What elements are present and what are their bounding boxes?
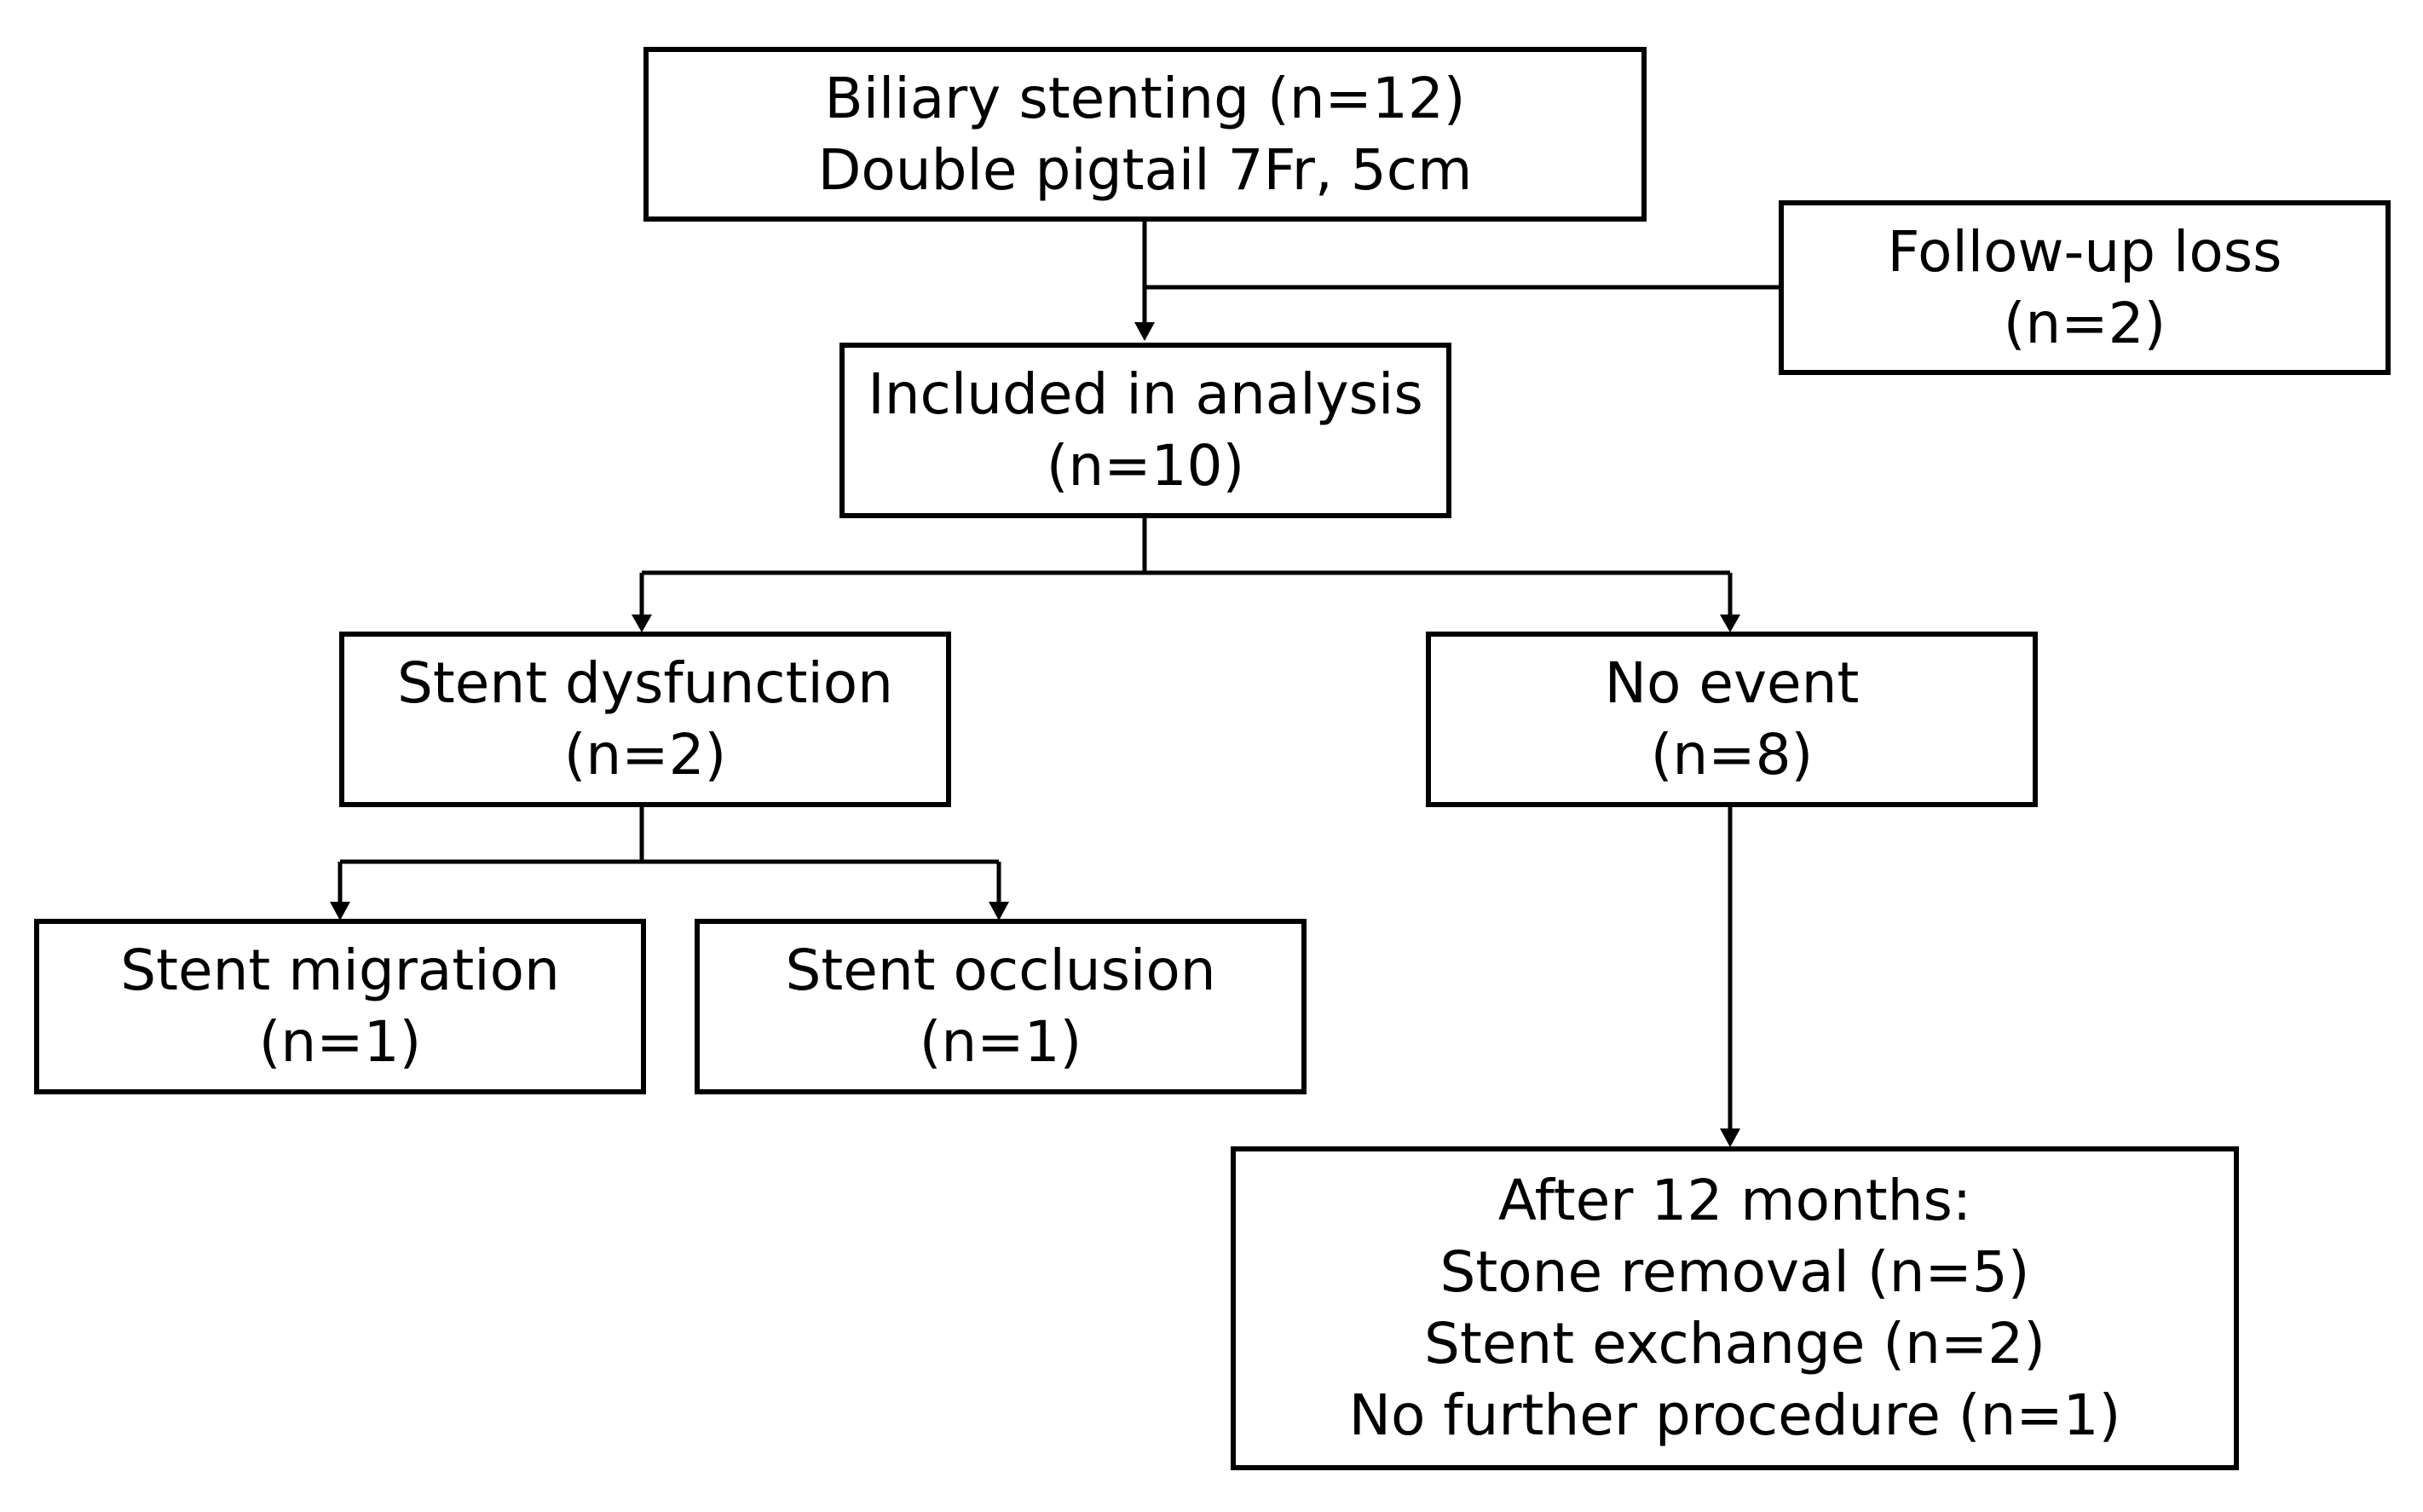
arrowhead-migration — [330, 902, 350, 920]
node-after-12-months: After 12 months: Stone removal (n=5) Ste… — [1231, 1146, 2239, 1470]
node-follow-up-loss-line-1: Follow-up loss — [1887, 218, 2282, 285]
node-biliary-stenting: Biliary stenting (n=12) Double pigtail 7… — [643, 47, 1647, 222]
node-stent-migration-line-2: (n=1) — [258, 1009, 422, 1075]
node-after-12-months-line-1: After 12 months: — [1497, 1168, 1972, 1233]
node-stent-migration: Stent migration (n=1) — [34, 919, 646, 1094]
arrowhead-after-12-months — [1720, 1128, 1740, 1147]
node-stent-occlusion: Stent occlusion (n=1) — [695, 919, 1307, 1094]
node-after-12-months-line-3: Stent exchange (n=2) — [1424, 1311, 2045, 1376]
node-stent-occlusion-line-2: (n=1) — [919, 1009, 1082, 1075]
node-stent-dysfunction-line-1: Stent dysfunction — [396, 650, 893, 716]
node-no-event-line-1: No event — [1604, 650, 1860, 716]
node-stent-occlusion-line-1: Stent occlusion — [785, 938, 1216, 1003]
arrowhead-occlusion — [989, 902, 1009, 920]
arrowhead-included — [1134, 322, 1155, 341]
node-follow-up-loss-line-2: (n=2) — [2003, 290, 2166, 356]
node-follow-up-loss: Follow-up loss (n=2) — [1779, 200, 2391, 375]
node-included-line-1: Included in analysis — [868, 361, 1423, 427]
node-biliary-stenting-line-2: Double pigtail 7Fr, 5cm — [817, 136, 1473, 203]
node-biliary-stenting-line-1: Biliary stenting (n=12) — [824, 65, 1466, 131]
node-no-event: No event (n=8) — [1426, 632, 2038, 807]
node-stent-dysfunction-line-2: (n=2) — [563, 722, 727, 788]
arrowhead-no-event — [1720, 615, 1740, 632]
node-after-12-months-line-2: Stone removal (n=5) — [1439, 1239, 2030, 1305]
node-no-event-line-2: (n=8) — [1650, 722, 1814, 788]
node-included-line-2: (n=10) — [1046, 433, 1245, 499]
node-after-12-months-line-4: No further procedure (n=1) — [1348, 1382, 2121, 1448]
node-stent-dysfunction: Stent dysfunction (n=2) — [339, 632, 951, 807]
node-included-in-analysis: Included in analysis (n=10) — [839, 343, 1451, 518]
node-stent-migration-line-1: Stent migration — [120, 938, 560, 1003]
arrowhead-dysfunction — [632, 615, 652, 632]
